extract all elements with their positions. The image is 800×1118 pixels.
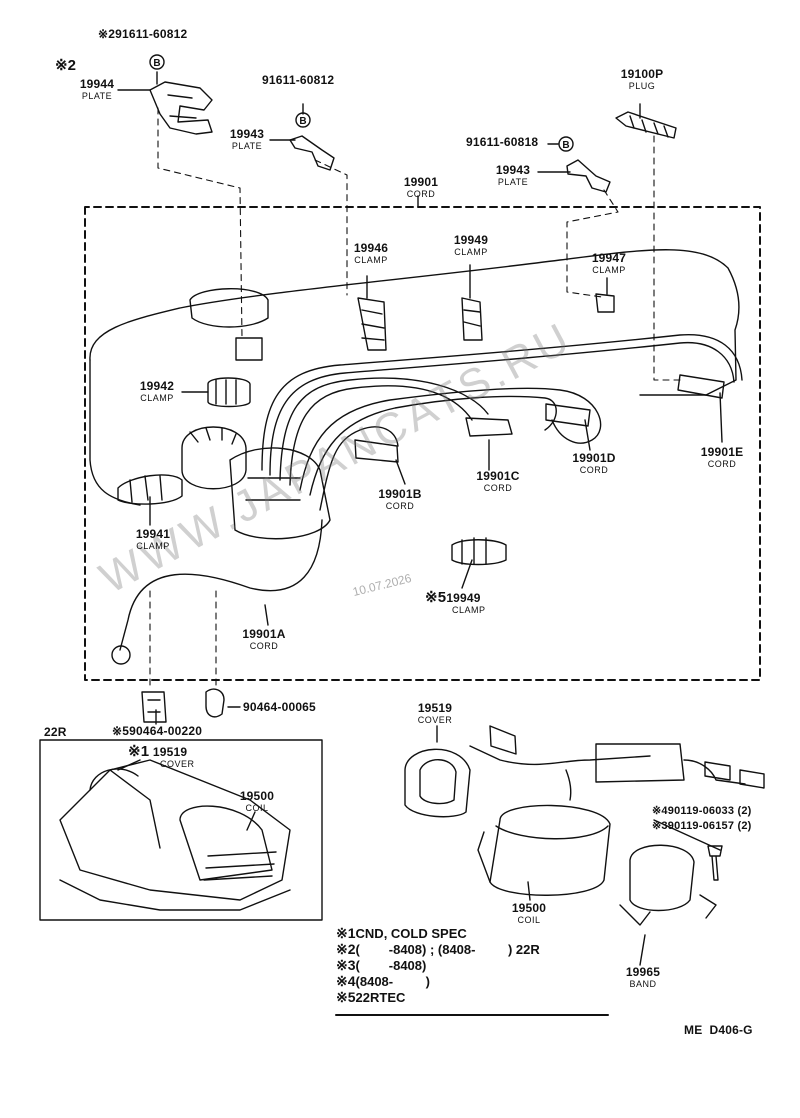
cover-inset-number: ※1 19519 — [128, 743, 188, 760]
plug-name: PLUG — [628, 81, 656, 91]
clamp-19947-number: 19947 — [591, 251, 627, 265]
bolt-symbol-3: B — [562, 140, 569, 151]
plate-19944-number: 19944 — [79, 77, 115, 91]
plate-19943-b-number: 19943 — [495, 163, 531, 177]
clamp-19949-number: 19949 — [453, 233, 489, 247]
cord-set-name: CORD — [406, 189, 436, 199]
cord-d-name: CORD — [579, 465, 609, 475]
band-number: 19965 — [625, 965, 661, 979]
plate-19943-a-name: PLATE — [231, 141, 263, 151]
footnotes: ※1CND, COLD SPEC ※2( -8408) ; (8408- ) 2… — [336, 925, 616, 1005]
bolt-right-number: 91611-60818 — [466, 135, 539, 149]
footnote-row: ※1CND, COLD SPEC — [336, 925, 467, 941]
cord-e-name: CORD — [707, 459, 737, 469]
cord-b-name: CORD — [385, 501, 415, 511]
clamp-19942-name: CLAMP — [140, 393, 174, 403]
cover-right-number: 19519 — [417, 701, 453, 715]
cord-set-boundary — [84, 206, 761, 681]
clamp-19941-name: CLAMP — [136, 541, 170, 551]
coil-right-name: COIL — [517, 915, 541, 925]
cord-c-number: 19901C — [476, 469, 520, 483]
clamp-19942-number: 19942 — [139, 379, 175, 393]
cord-b-number: 19901B — [378, 487, 422, 501]
cord-a-name: CORD — [249, 641, 279, 651]
footnote-row: ※3( -8408) — [336, 957, 427, 973]
clamp-19949-b-name: CLAMP — [452, 605, 486, 615]
cord-set-number: 19901 — [403, 175, 439, 189]
clamp-19949-name: CLAMP — [454, 247, 488, 257]
plate-19943-b-name: PLATE — [497, 177, 529, 187]
diagram-code: ME D406-G — [684, 1023, 753, 1037]
clamp-19946-name: CLAMP — [354, 255, 388, 265]
bolt-symbol-1: B — [153, 58, 160, 69]
bolt-symbol-2: B — [299, 116, 306, 127]
coil-inset-number: 19500 — [239, 789, 275, 803]
cord-c-name: CORD — [483, 483, 513, 493]
cover-inset-name: COVER — [160, 759, 195, 769]
inset-frame — [39, 739, 323, 921]
cover-right-name: COVER — [417, 715, 453, 725]
screw-3-label: ※390119-06157 (2) — [652, 820, 752, 832]
clip-90464-00065-number: 90464-00065 — [243, 700, 316, 714]
band-name: BAND — [629, 979, 657, 989]
coil-right-number: 19500 — [511, 901, 547, 915]
clamp-19949-b-number: ※519949 — [425, 589, 481, 606]
clamp-19941-number: 19941 — [135, 527, 171, 541]
bolt-mid-number: 91611-60812 — [262, 73, 335, 87]
footnote-row: ※2( -8408) ; (8408- ) 22R — [336, 941, 540, 957]
clip-90464-00220-number: ※590464-00220 — [112, 724, 203, 738]
footnote-row: ※522RTEC — [336, 989, 406, 1005]
cord-e-number: 19901E — [700, 445, 744, 459]
plate-19944-mark: ※2 — [55, 57, 76, 74]
plate-19944-name: PLATE — [81, 91, 113, 101]
plug-number: 19100P — [620, 67, 664, 81]
clamp-19946-number: 19946 — [353, 241, 389, 255]
footnote-row: ※4(8408- ) — [336, 973, 430, 989]
screw-4-label: ※490119-06033 (2) — [652, 805, 752, 817]
coil-inset-name: COIL — [245, 803, 269, 813]
cord-a-number: 19901A — [242, 627, 286, 641]
cord-d-number: 19901D — [572, 451, 616, 465]
inset-label: 22R — [44, 725, 67, 739]
clamp-19947-name: CLAMP — [592, 265, 626, 275]
plate-19943-a-number: 19943 — [229, 127, 265, 141]
bolt-top-left-label: ※291611-60812 — [98, 27, 188, 41]
